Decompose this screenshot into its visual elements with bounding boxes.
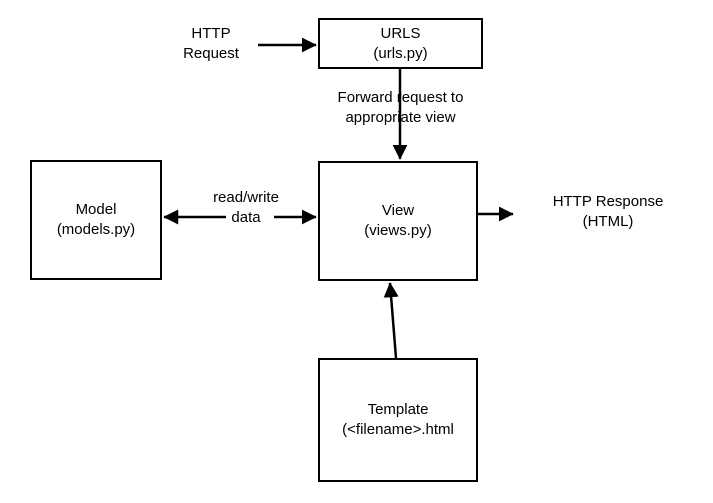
node-template[interactable]: Template (<filename>.html xyxy=(318,358,478,482)
node-view-title: View xyxy=(381,202,415,219)
node-model[interactable]: Model (models.py) xyxy=(30,160,162,280)
label-forward-request-line1: Forward request to xyxy=(337,89,464,106)
node-model-subtitle: (models.py) xyxy=(56,221,136,238)
label-read-write-data-line1: read/write xyxy=(213,189,279,206)
node-urls-subtitle: (urls.py) xyxy=(373,44,428,62)
label-read-write-data: read/write data xyxy=(196,188,296,228)
node-view[interactable]: View (views.py) xyxy=(318,161,478,281)
label-http-response-line1: HTTP Response xyxy=(552,193,664,210)
node-urls[interactable]: URLS (urls.py) xyxy=(318,18,483,69)
node-template-subtitle: (<filename>.html xyxy=(342,421,454,438)
node-view-subtitle: (views.py) xyxy=(364,222,432,239)
arrow-template-to-view xyxy=(383,282,399,359)
label-forward-request: Forward request to appropriate view xyxy=(318,88,483,128)
label-http-request-line2: Request xyxy=(183,45,239,62)
label-http-request: HTTP Request xyxy=(165,24,257,64)
node-model-title: Model xyxy=(75,201,117,218)
node-urls-title: URLS xyxy=(380,24,421,42)
label-http-request-line1: HTTP xyxy=(191,25,231,42)
label-forward-request-line2: appropriate view xyxy=(345,109,456,126)
label-http-response-line2: (HTML) xyxy=(582,213,634,230)
node-template-title: Template xyxy=(367,401,429,418)
label-http-response: HTTP Response (HTML) xyxy=(518,192,698,232)
label-read-write-data-line2: data xyxy=(231,209,261,226)
